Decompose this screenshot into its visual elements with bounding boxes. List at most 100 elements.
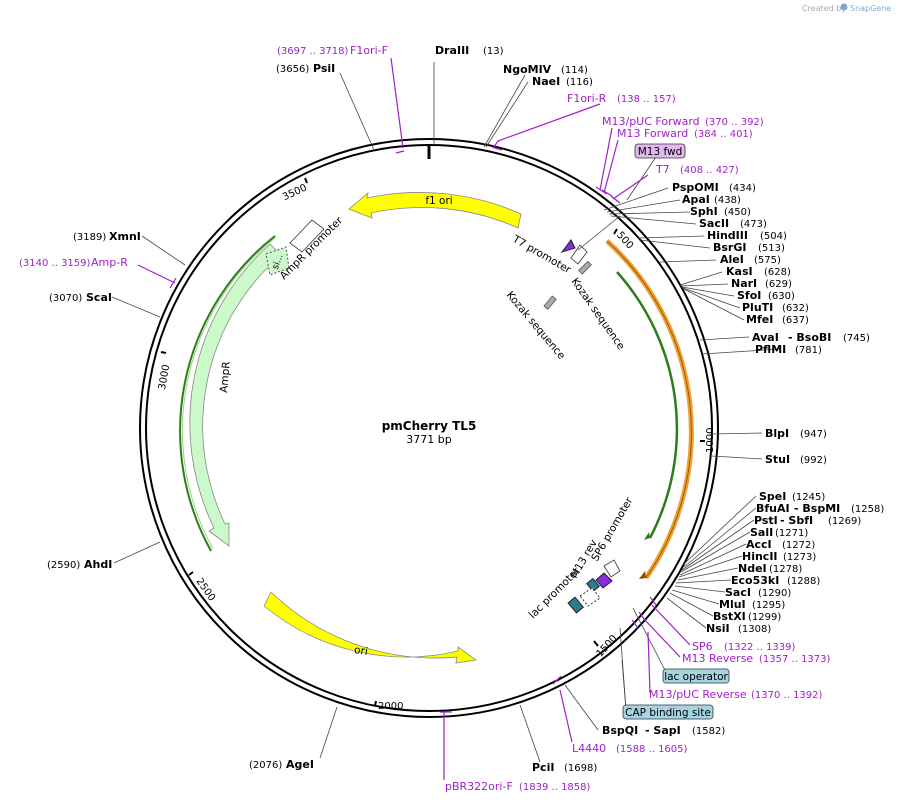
mcherry-orf-outline [616,271,679,539]
enzyme-pos: (1245) [792,492,825,503]
enzyme-name: ScaI [86,291,112,304]
enzyme-name: NdeI [738,562,767,575]
lac-operator-label: lac operator [664,671,728,683]
enzyme-name: SfoI [737,289,761,302]
primer-pos: (3140 .. 3159) [19,258,91,269]
enzyme-name: NaeI [532,75,560,88]
primer-pos: (384 .. 401) [694,129,753,140]
enzyme-name: PstI [754,514,778,527]
kozak-mark-2 [543,295,557,310]
tick-3500 [304,177,308,184]
enzyme-pos: (1271) [775,528,808,539]
enzyme-name: PluTI [742,301,773,314]
enzyme-name: AgeI [286,758,314,771]
primer-name: M13/pUC Forward [602,115,700,128]
sp6-promoter-label: SP6 promoter [589,495,636,564]
enzyme-name: AvaI [752,331,779,344]
m13-rev-mark [586,577,600,593]
ori-feature [263,591,478,664]
sp6-promoter-feature [603,559,621,578]
primer-name: SP6 [692,640,713,653]
enzyme-name: HindIII [707,229,748,242]
enzyme-pos: (947) [800,429,827,440]
enzyme-name: SacII [699,217,729,230]
credit-text: Created by [802,4,846,13]
enzyme-name-2: - SapI [645,724,681,737]
enzyme-name: PsiI [313,62,335,75]
enzyme-pos: (1278) [769,564,802,575]
primer-name: T7 [655,163,670,176]
sp6-promoter-mark [595,572,613,589]
enzyme-name: SacI [725,586,751,599]
tick-3000 [160,351,167,354]
plasmid-name: pmCherry TL5 [382,419,477,433]
primer-name: F1ori-F [350,44,388,57]
t7-promoter-feature [570,244,588,265]
enzyme-pos: (2076) [249,760,282,771]
enzyme-pos: (513) [758,243,785,254]
m13-fwd-label: M13 fwd [638,146,683,158]
enzyme-pos: (992) [800,455,827,466]
kozak-label-1: Kozak sequence [569,276,627,352]
enzyme-name-2: - SbfI [780,514,813,527]
enzyme-pos: (781) [795,345,822,356]
enzyme-name: XmnI [109,230,141,243]
enzyme-name: BfuAI [756,502,790,515]
enzyme-labels: DraIII (13) NgoMIV (114) NaeI (116) PspO… [47,44,884,774]
enzyme-pos: (1288) [787,576,820,587]
enzyme-name: BlpI [765,427,789,440]
ampr-label: AmpR [218,361,233,393]
enzyme-pos: (13) [483,46,504,57]
primer-pos: (138 .. 157) [617,94,676,105]
enzyme-pos: (434) [729,183,756,194]
m13-fwd-box [634,143,686,159]
enzyme-pos: (575) [754,255,781,266]
primer-name: F1ori-R [567,92,607,105]
plasmid-length: 3771 bp [406,433,451,446]
f1-ori-feature [348,191,522,229]
kozak-label-2: Kozak sequence [504,289,568,362]
t7-promoter-label: T7 promoter [510,233,574,277]
enzyme-name: AhdI [84,558,112,571]
enzyme-name: NgoMIV [503,63,552,76]
enzyme-name: BsrGI [713,241,746,254]
enzyme-pos: (450) [724,207,751,218]
snapgene-logo: SnapGene [850,4,891,13]
enzyme-pos: (2590) [47,560,80,571]
backbone-outer [139,138,719,718]
enzyme-pos: (745) [843,333,870,344]
enzyme-name: MluI [719,598,746,611]
enzyme-pos: (1308) [738,624,771,635]
enzyme-pos: (1290) [758,588,791,599]
primer-name: M13 Forward [617,127,688,140]
enzyme-pos: (1273) [783,552,816,563]
boxed-labels: M13 fwd lac operator CAP binding site [622,143,730,720]
enzyme-pos: (632) [782,303,809,314]
enzyme-pos: (1582) [692,726,725,737]
enzyme-name: BstXI [713,610,746,623]
mcherry-orf-arrow [644,532,650,540]
ampr-promoter-feature [289,219,325,253]
t7-promoter-mark [560,239,576,253]
orange-feature-arrow [639,571,646,579]
primer-pos: (1357 .. 1373) [759,654,831,665]
tick-500 [613,228,618,235]
primer-pos: (1370 .. 1392) [751,690,823,701]
enzyme-name: AccI [746,538,772,551]
enzyme-name: PspOMI [672,181,719,194]
enzyme-name: SalI [750,526,773,539]
enzyme-name: SpeI [759,490,786,503]
primer-pos: (408 .. 427) [680,165,739,176]
enzyme-pos: (473) [740,219,767,230]
enzyme-pos: (1272) [782,540,815,551]
primer-pos: (1839 .. 1858) [519,782,591,793]
enzyme-name: DraIII [435,44,469,57]
enzyme-name: KasI [726,265,753,278]
tick-label-2000: 2000 [378,701,403,712]
enzyme-pos: (1269) [828,516,861,527]
enzyme-name: MfeI [746,313,773,326]
cap-mark [567,596,585,614]
ampr-orf-outline [179,235,276,552]
enzyme-name-2: - BspMI [794,502,840,515]
